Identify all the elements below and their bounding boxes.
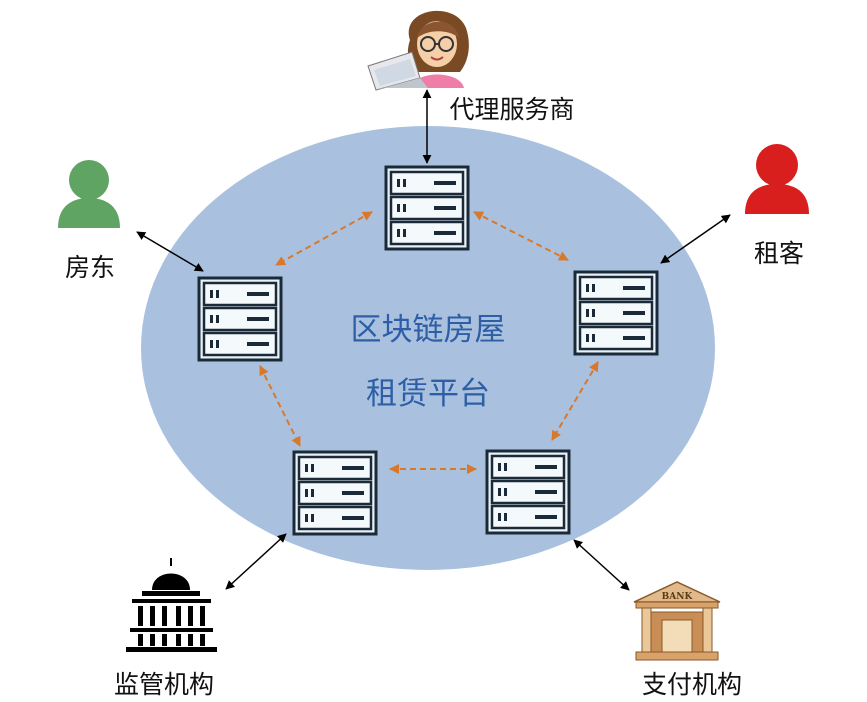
server-node-top xyxy=(384,165,470,251)
link-payment xyxy=(573,539,630,591)
link-tenant xyxy=(660,214,731,264)
tenant-label: 租客 xyxy=(754,239,804,268)
payment-label: 支付机构 xyxy=(642,670,742,699)
link-top-left xyxy=(275,211,373,266)
link-top-right xyxy=(473,211,569,261)
server-node-bottom-left xyxy=(292,450,378,536)
server-node-bottom-right xyxy=(485,449,571,535)
landlord-label: 房东 xyxy=(65,253,115,282)
agent-with-laptop-icon xyxy=(367,10,469,91)
agent-label: 代理服务商 xyxy=(449,95,574,124)
server-node-right xyxy=(573,270,659,356)
government-building-icon xyxy=(124,557,219,655)
participant-links xyxy=(136,89,731,591)
link-regulator xyxy=(225,533,287,590)
platform-title-line1: 区块链房屋 xyxy=(351,312,506,348)
node-links xyxy=(259,211,599,474)
link-landlord xyxy=(136,231,204,272)
server-node-left xyxy=(197,276,283,362)
green-person-icon xyxy=(51,154,128,231)
bank-building-text: BANK xyxy=(662,592,694,602)
regulator-label: 监管机构 xyxy=(114,670,214,699)
link-right-bottomright xyxy=(551,361,599,441)
platform-title-line2: 租赁平台 xyxy=(366,376,490,412)
link-left-bottomleft xyxy=(259,365,301,447)
red-person-icon xyxy=(745,144,809,214)
bank-building-icon xyxy=(633,581,721,661)
